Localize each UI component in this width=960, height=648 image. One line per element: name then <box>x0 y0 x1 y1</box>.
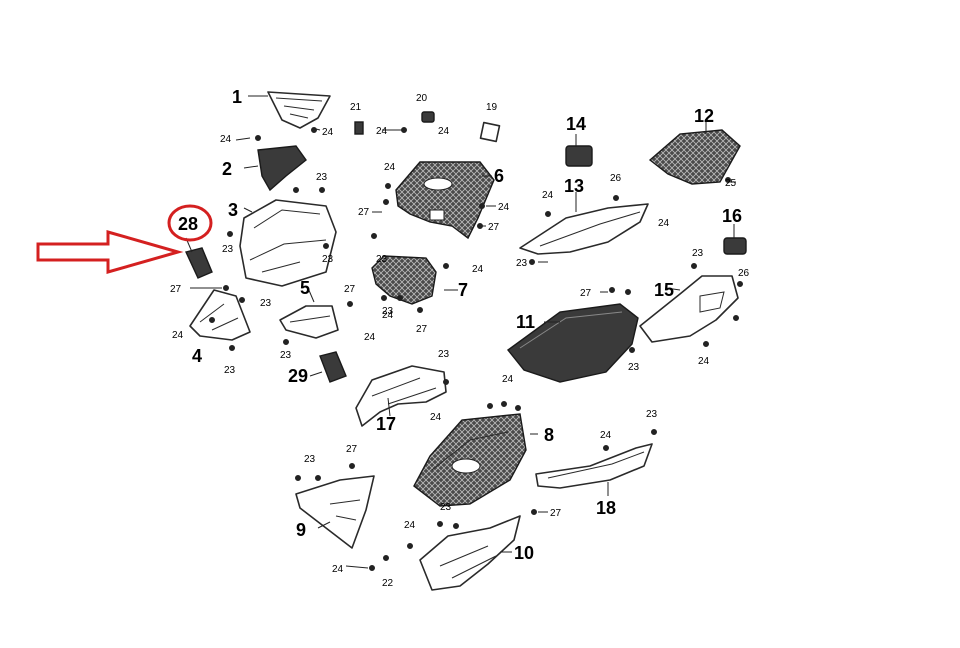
label-ref-24: 24 <box>430 412 442 423</box>
part-15-rear-cowl <box>639 275 739 343</box>
part-14-tail-lamp-lens <box>565 145 593 167</box>
part-18-side-trim-strip <box>535 443 653 489</box>
label-ref-24: 24 <box>404 520 416 531</box>
label-part-18: 18 <box>596 498 616 518</box>
label-ref-24: 24 <box>364 332 376 343</box>
label-part-20: 20 <box>416 93 428 104</box>
label-ref-24: 24 <box>600 430 612 441</box>
label-part-5: 5 <box>300 278 310 298</box>
label-ref-27: 27 <box>170 284 182 295</box>
label-part-11: 11 <box>516 312 535 332</box>
label-part-14: 14 <box>566 114 586 134</box>
label-ref-24: 24 <box>384 162 396 173</box>
label-ref-24: 24 <box>698 356 710 367</box>
label-ref-23: 23 <box>516 258 528 269</box>
label-part-17: 17 <box>376 414 396 434</box>
large-part-numbers: 1 2 3 4 5 6 7 8 9 10 11 12 13 14 15 16 1… <box>178 87 742 563</box>
part-8-floor-panel <box>413 413 527 507</box>
label-ref-24: 24 <box>542 190 554 201</box>
part-9-side-cover-left <box>295 475 375 549</box>
label-ref-23: 23 <box>440 502 452 513</box>
label-part-6: 6 <box>494 166 504 186</box>
part-28-grille <box>185 247 213 279</box>
part-5-mid-panel <box>279 305 339 339</box>
label-part-10: 10 <box>514 543 534 563</box>
label-ref-23: 23 <box>260 298 272 309</box>
part-20-fastener <box>421 111 435 123</box>
leader-lines <box>185 95 736 569</box>
label-ref-24: 24 <box>382 310 394 321</box>
label-part-8: 8 <box>544 425 554 445</box>
label-part-22: 22 <box>382 578 394 589</box>
label-part-7: 7 <box>458 280 468 300</box>
label-part-13: 13 <box>564 176 584 196</box>
label-ref-24: 24 <box>322 127 334 138</box>
label-part-26b: 26 <box>738 268 750 279</box>
label-ref-23: 23 <box>304 454 316 465</box>
label-ref-24: 24 <box>498 202 510 213</box>
part-6-inner-shield <box>395 161 495 240</box>
label-part-2: 2 <box>222 159 232 179</box>
label-ref-27: 27 <box>346 444 358 455</box>
part-3-front-cover <box>239 199 337 287</box>
label-ref-23: 23 <box>322 254 334 265</box>
label-ref-24: 24 <box>472 264 484 275</box>
part-13-rear-side-trim <box>519 203 649 255</box>
highlight-circle <box>167 204 213 242</box>
label-ref-27: 27 <box>416 324 428 335</box>
label-ref-24: 24 <box>172 330 184 341</box>
label-ref-23: 23 <box>224 365 236 376</box>
label-ref-24: 24 <box>376 126 388 137</box>
part-12-rear-tray <box>648 129 741 185</box>
label-part-21: 21 <box>350 102 362 113</box>
label-part-26: 26 <box>610 173 622 184</box>
label-ref-27: 27 <box>344 284 356 295</box>
label-part-29: 29 <box>288 366 308 386</box>
part-19-clip <box>479 121 501 143</box>
label-ref-27: 27 <box>488 222 500 233</box>
label-part-19: 19 <box>486 102 498 113</box>
part-2-front-bracket <box>257 145 307 192</box>
label-ref-23: 23 <box>280 350 292 361</box>
label-ref-23: 23 <box>222 244 234 255</box>
part-1-windscreen <box>267 91 331 129</box>
part-4-front-lower-panel <box>189 289 251 341</box>
part-7-inner-panel <box>371 255 437 305</box>
small-part-numbers: 19 20 21 22 25 26 26 23 23 23 23 23 23 2… <box>170 93 750 589</box>
label-ref-23: 23 <box>316 172 328 183</box>
label-ref-27: 27 <box>580 288 592 299</box>
label-part-12: 12 <box>694 106 714 126</box>
label-ref-24: 24 <box>220 134 232 145</box>
fasteners <box>209 127 743 571</box>
label-ref-23: 23 <box>382 306 394 317</box>
part-10-lower-side-cover <box>419 515 521 591</box>
label-part-25: 25 <box>725 178 737 189</box>
label-part-15: 15 <box>654 280 674 300</box>
label-ref-27: 27 <box>550 508 562 519</box>
label-part-3: 3 <box>228 200 238 220</box>
label-ref-23: 23 <box>646 409 658 420</box>
part-21-fastener <box>354 121 364 135</box>
label-part-4: 4 <box>192 346 202 366</box>
label-ref-23: 23 <box>628 362 640 373</box>
label-ref-24: 24 <box>332 564 344 575</box>
label-ref-23: 23 <box>692 248 704 259</box>
highlight-arrow <box>36 230 184 274</box>
label-ref-27: 27 <box>358 207 370 218</box>
part-29-grille <box>319 351 347 383</box>
label-part-9: 9 <box>296 520 306 540</box>
label-part-16: 16 <box>722 206 742 226</box>
label-part-1: 1 <box>232 87 242 107</box>
label-ref-24: 24 <box>438 126 450 137</box>
label-ref-24: 24 <box>658 218 670 229</box>
label-ref-23: 23 <box>438 349 450 360</box>
part-11-seat-storage-box <box>506 303 639 383</box>
label-ref-24: 24 <box>502 374 514 385</box>
label-part-28: 28 <box>178 214 198 234</box>
label-ref-23: 23 <box>376 254 388 265</box>
part-17-leg-shield <box>355 365 447 427</box>
part-16-rear-reflector <box>723 237 747 255</box>
